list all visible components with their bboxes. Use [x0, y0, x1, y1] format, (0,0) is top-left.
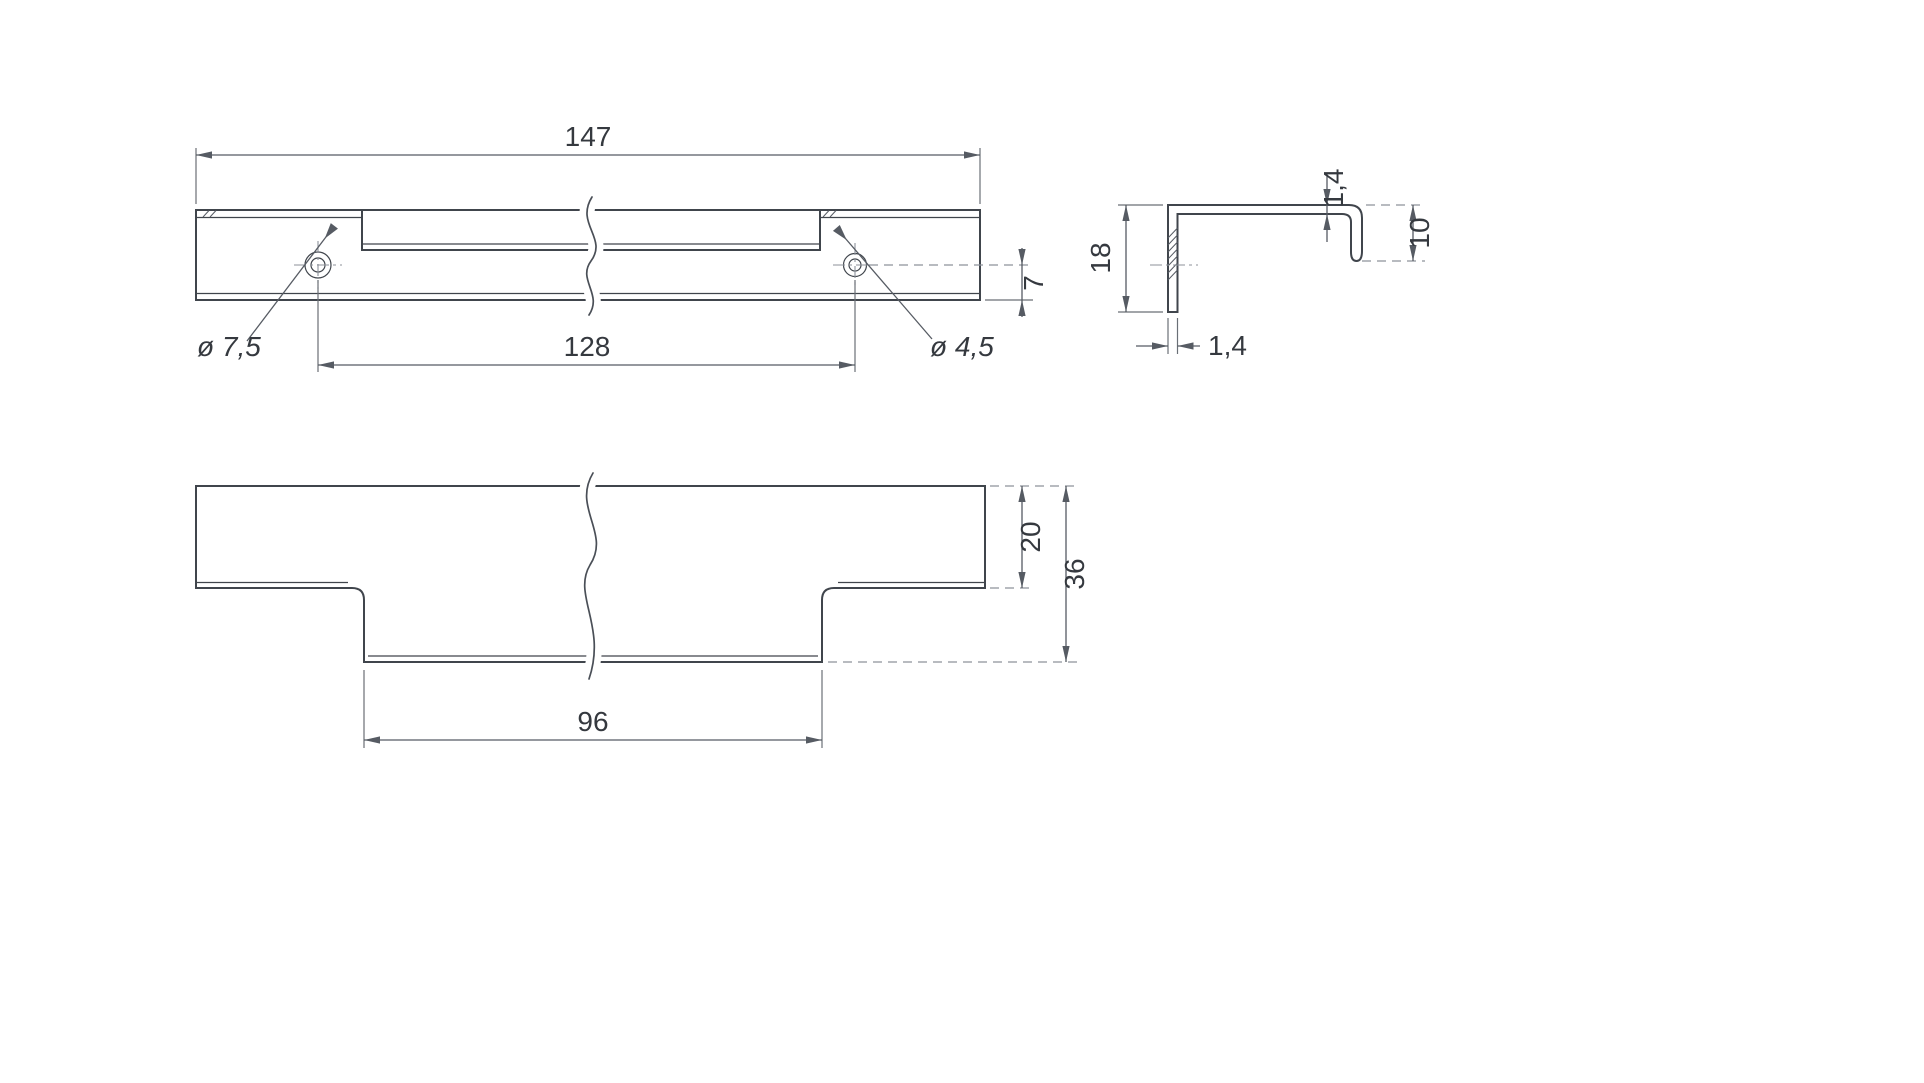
section-view	[1150, 204, 1363, 313]
section-view-dimensions: 18 1,4 10 1,4	[1085, 169, 1435, 361]
dim-label-hole-spacing: 128	[564, 331, 611, 362]
dim-label-recess-width: 96	[577, 706, 608, 737]
leader-screw-hole: ø 4,5	[832, 225, 994, 362]
dim-overall-depth: 36	[828, 486, 1090, 663]
dim-label-overall-depth: 36	[1059, 558, 1090, 589]
dim-lip-height: 10	[1362, 204, 1435, 262]
break-line-front	[579, 189, 604, 323]
dim-label-lip-height: 10	[1404, 217, 1435, 248]
dim-label-wall-thickness: 1,4	[1208, 330, 1247, 361]
dim-edge-distance: 7	[869, 248, 1049, 317]
plan-view-dimensions: 20 36 96	[363, 485, 1090, 748]
dim-recess-width: 96	[363, 670, 823, 748]
label-countersink-hole: ø 7,5	[197, 331, 261, 362]
dim-label-overall-length: 147	[565, 121, 612, 152]
front-view	[195, 189, 981, 323]
break-line-plan	[577, 465, 604, 687]
label-screw-hole: ø 4,5	[930, 331, 994, 362]
section-profile	[1167, 204, 1363, 313]
plan-view	[195, 465, 986, 687]
dim-label-profile-height: 18	[1085, 242, 1116, 273]
dim-label-upper-depth: 20	[1015, 521, 1046, 552]
dim-label-top-thickness: 1,4	[1318, 169, 1349, 208]
dim-top-thickness: 1,4	[1318, 169, 1349, 242]
dim-overall-length: 147	[195, 121, 981, 204]
dim-profile-height: 18	[1085, 204, 1163, 313]
leader-countersink-hole: ø 7,5	[197, 223, 338, 362]
dim-upper-depth: 20	[990, 485, 1078, 589]
band-tick-marks	[202, 210, 837, 218]
dim-hole-spacing: 128	[317, 280, 856, 372]
plan-outline	[195, 485, 986, 663]
dim-label-edge-distance: 7	[1018, 275, 1049, 291]
front-view-dimensions: 147 128 7 ø 7,5 ø 4,5	[195, 121, 1049, 372]
dim-wall-thickness: 1,4	[1136, 318, 1247, 361]
